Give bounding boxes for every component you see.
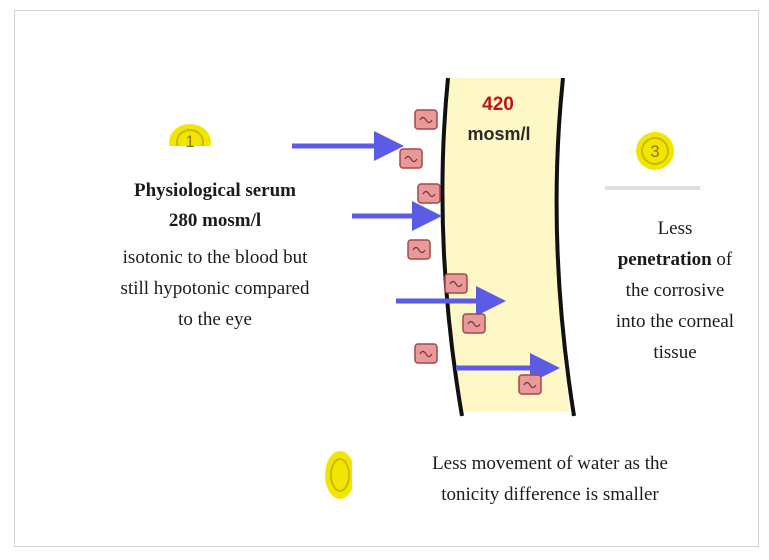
left-caption-body: isotonic to the blood but still hypotoni… <box>65 242 365 335</box>
left-body-line: isotonic to the blood but <box>65 242 365 273</box>
left-body-line: to the eye <box>65 304 365 335</box>
step-badge-1: 1 <box>165 124 217 162</box>
step-badge-2 <box>325 445 382 505</box>
right-caption-line-4: into the corneal <box>590 306 760 337</box>
particle <box>463 314 485 333</box>
membrane-osmolarity-value: 420 <box>458 94 538 116</box>
right-caption-line-2: penetration of <box>590 244 760 275</box>
right-caption-line-1: Less <box>590 213 760 244</box>
particle <box>400 149 422 168</box>
bottom-caption-line: tonicity difference is smaller <box>380 479 720 510</box>
bottom-caption: Less movement of water as the tonicity d… <box>380 448 720 510</box>
left-body-line: still hypotonic compared <box>65 273 365 304</box>
particle <box>418 184 440 203</box>
serum-name: Physiological serum <box>65 176 365 206</box>
step-badge-3-number: 3 <box>650 142 659 161</box>
particle <box>415 110 437 129</box>
membrane-osmolarity-unit: mosm/l <box>444 124 554 145</box>
particle <box>445 274 467 293</box>
particle <box>519 375 541 394</box>
right-caption-emphasis: penetration <box>618 249 712 270</box>
particle <box>408 240 430 259</box>
right-caption-line-5: tissue <box>590 337 760 368</box>
serum-osmolarity: 280 mosm/l <box>65 206 365 236</box>
bottom-caption-line: Less movement of water as the <box>380 448 720 479</box>
particle <box>415 344 437 363</box>
right-caption-line-2-rest: of <box>712 249 733 270</box>
left-caption-title: Physiological serum 280 mosm/l <box>65 176 365 236</box>
step-badge-3: 3 <box>605 132 700 190</box>
step-badge-1-number: 1 <box>185 132 194 151</box>
step-badge-3-faded-caption <box>605 186 700 190</box>
right-caption-line-3: the corrosive <box>590 275 760 306</box>
